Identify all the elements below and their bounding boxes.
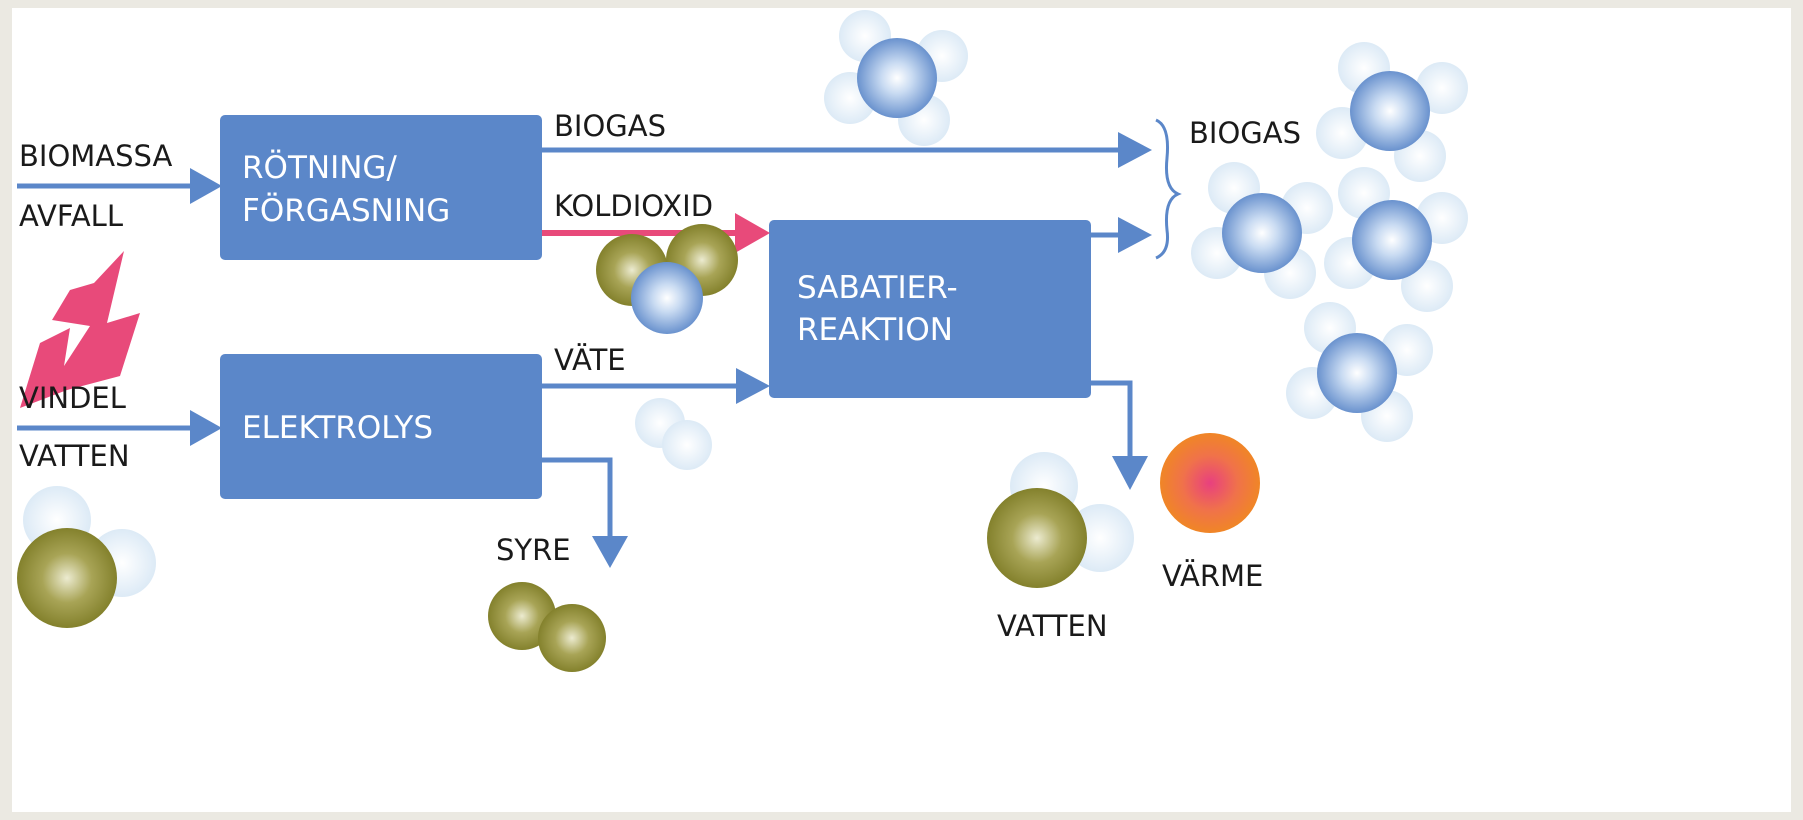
carbon-dioxide-molecule-icon (596, 224, 738, 334)
methane-molecule-icon (1324, 167, 1468, 312)
sabatier-label-line2: REAKTION (797, 312, 953, 348)
rotning-label-line2: FÖRGASNING (242, 192, 450, 229)
rotning-label-line1: RÖTNING/ (242, 149, 397, 186)
koldioxid-flow-label: KOLDIOXID (554, 189, 713, 223)
vindel-input-arrow (17, 410, 222, 446)
vate-flow-arrow (542, 368, 770, 404)
vatten-input-label: VATTEN (19, 439, 130, 473)
varme-label: VÄRME (1162, 559, 1263, 593)
elektrolys-box: ELEKTROLYS (220, 354, 542, 499)
vindel-label: VINDEL (19, 381, 126, 415)
oxygen-molecule-icon (488, 582, 606, 672)
diagram-canvas: BIOMASSA AVFALL VINDEL VATTEN RÖTNING/ F… (12, 8, 1791, 812)
biogas-output-label: BIOGAS (1189, 116, 1301, 150)
biogas-flow-label: BIOGAS (554, 109, 666, 143)
syre-flow-arrow (542, 457, 628, 568)
heat-icon (1160, 433, 1260, 533)
vatten-output-label: VATTEN (997, 609, 1108, 643)
rotning-forgasning-box: RÖTNING/ FÖRGASNING (220, 115, 542, 260)
lightning-bolt-icon (20, 251, 140, 408)
water-molecule-icon (17, 486, 156, 628)
sabatier-label-line1: SABATIER- (797, 270, 958, 306)
methane-molecule-icon (1191, 162, 1333, 299)
biomassa-input-arrow (17, 168, 222, 204)
biogas-brace (1155, 118, 1182, 260)
biogas-flow-arrow (542, 132, 1152, 168)
methane-molecule-icon (1286, 302, 1433, 442)
methane-molecule-icon (1316, 42, 1468, 182)
biomassa-label: BIOMASSA (19, 139, 172, 173)
hydrogen-molecule-icon (635, 398, 712, 470)
syre-label: SYRE (496, 533, 571, 567)
process-diagram: BIOMASSA AVFALL VINDEL VATTEN RÖTNING/ F… (17, 10, 1468, 672)
avfall-label: AVFALL (19, 199, 123, 233)
sabatier-output-arrow (1091, 217, 1152, 253)
elektrolys-label: ELEKTROLYS (242, 410, 433, 446)
vate-flow-label: VÄTE (554, 343, 626, 377)
water-molecule-icon (987, 452, 1134, 588)
vatten-output-arrow (1091, 380, 1148, 490)
sabatier-reaktion-box: SABATIER- REAKTION (769, 220, 1091, 398)
methane-molecule-icon (824, 10, 968, 146)
